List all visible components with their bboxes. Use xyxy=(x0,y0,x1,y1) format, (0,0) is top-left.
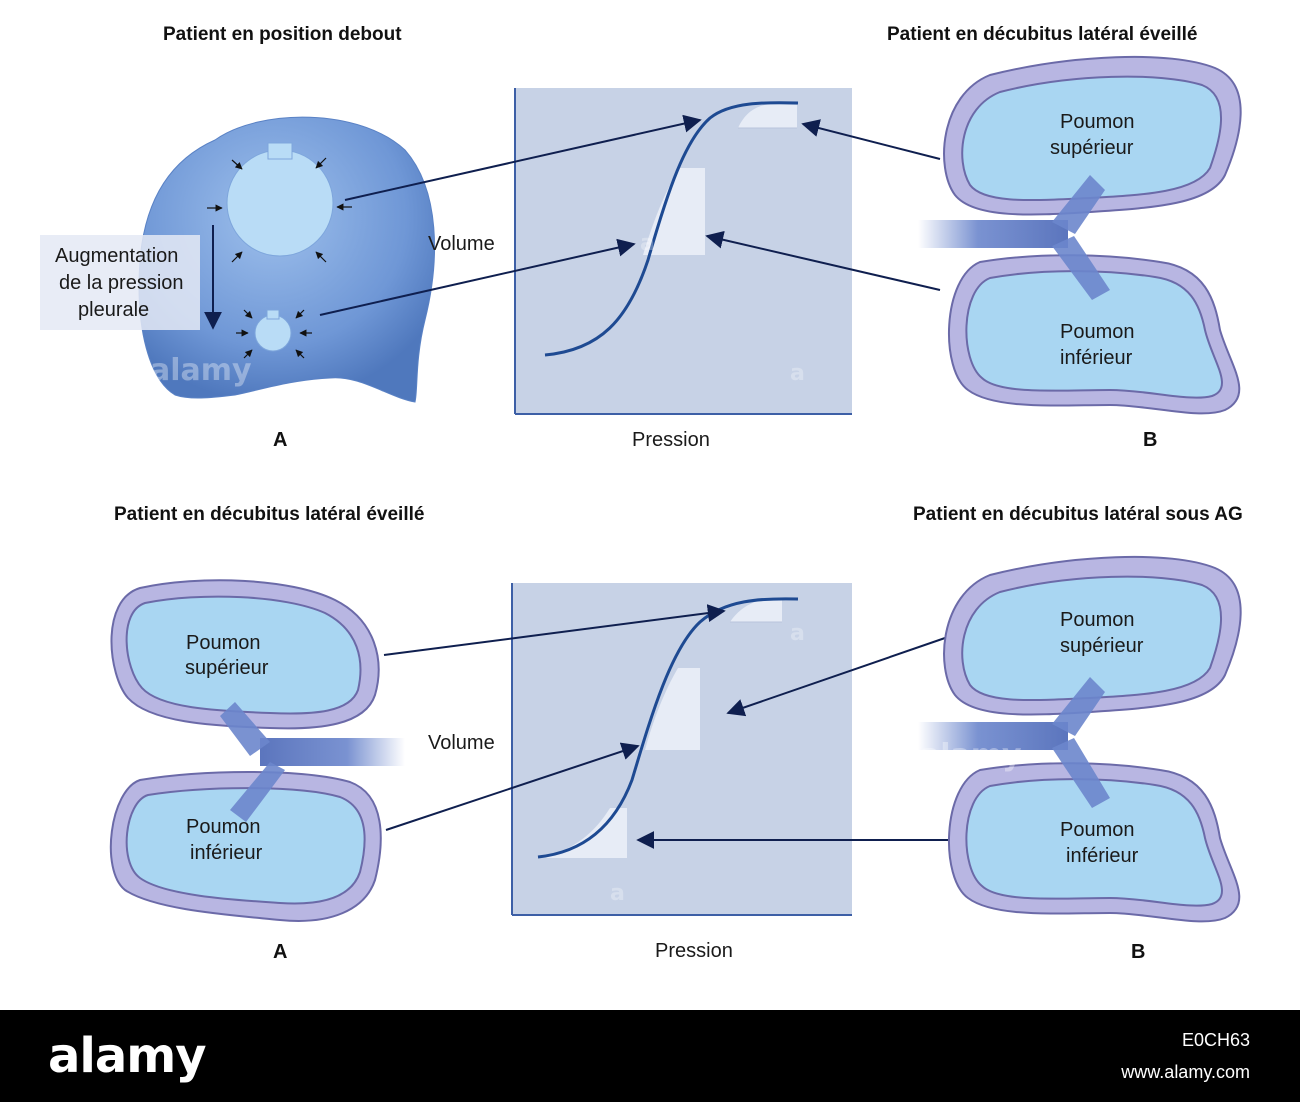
watermark-brand: alamy xyxy=(48,1028,207,1084)
top-pv-curve xyxy=(544,101,799,357)
bottom-left-upper-line2: supérieur xyxy=(185,657,269,679)
top-volume-label: Volume xyxy=(428,233,495,255)
svg-text:a: a xyxy=(640,231,655,256)
svg-text:a: a xyxy=(610,881,625,906)
watermark-image-id: E0CH63 xyxy=(1181,1030,1250,1050)
bottom-pressure-label: Pression xyxy=(655,940,733,962)
arrow-left-lower-lung xyxy=(385,742,640,831)
top-upper-lung-line2: supérieur xyxy=(1050,137,1134,159)
top-left-title: Patient en position debout xyxy=(163,24,402,45)
bottom-right-lower-line1: Poumon xyxy=(1060,819,1135,841)
top-upper-lung-line1: Poumon xyxy=(1060,111,1135,133)
bottom-right-title: Patient en décubitus latéral sous AG xyxy=(913,504,1243,525)
arrow-upper-lung xyxy=(801,119,941,160)
bottom-right-upper-line2: supérieur xyxy=(1060,635,1144,657)
watermark-site: www.alamy.com xyxy=(1121,1062,1250,1082)
arrow-upper-alveolus xyxy=(344,114,702,201)
pressure-label-line3: pleurale xyxy=(78,299,149,321)
bottom-left-lungs: Poumon supérieur Poumon inférieur xyxy=(109,579,405,922)
bottom-letter-a: A xyxy=(273,941,287,963)
pressure-label-line2: de la pression xyxy=(59,272,184,294)
arrow-lower-alveolus xyxy=(319,238,636,316)
arrow-right-upper-lung xyxy=(726,637,946,717)
top-lower-lung-line1: Poumon xyxy=(1060,321,1135,343)
bottom-right-lower-line2: inférieur xyxy=(1066,845,1139,867)
svg-text:a: a xyxy=(790,621,805,646)
watermark-bar xyxy=(0,1010,1300,1102)
arrow-lower-lung xyxy=(705,230,941,291)
bottom-left-title: Patient en décubitus latéral éveillé xyxy=(114,504,424,525)
top-pressure-label: Pression xyxy=(632,429,710,451)
top-right-lungs: Poumon supérieur Poumon inférieur xyxy=(918,55,1242,415)
top-letter-b: B xyxy=(1143,429,1157,451)
bottom-volume-label: Volume xyxy=(428,732,495,754)
bottom-left-lower-line1: Poumon xyxy=(186,816,261,838)
svg-text:alamy: alamy xyxy=(920,738,1022,773)
bottom-left-lower-line2: inférieur xyxy=(190,842,263,864)
small-alveolus xyxy=(254,314,292,352)
top-lower-lung-line2: inférieur xyxy=(1060,347,1133,369)
bottom-letter-b: B xyxy=(1131,941,1145,963)
bottom-pv-curve xyxy=(537,597,799,859)
large-alveolus xyxy=(226,149,334,257)
svg-text:a: a xyxy=(790,361,805,386)
top-pv-chart: a a xyxy=(514,88,852,415)
arrow-left-upper-lung xyxy=(383,604,726,656)
watermark-mark: alamy xyxy=(150,353,252,388)
bottom-left-upper-line1: Poumon xyxy=(186,632,261,654)
diagram: Patient en position debout Patient en dé… xyxy=(40,24,1243,963)
bottom-right-lungs: alamy Poumon supérieur Poumon inférieur xyxy=(918,555,1242,923)
top-right-title: Patient en décubitus latéral éveillé xyxy=(887,24,1197,45)
top-letter-a: A xyxy=(273,429,287,451)
bottom-right-upper-line1: Poumon xyxy=(1060,609,1135,631)
upright-thorax: Augmentation de la pression pleurale ala… xyxy=(40,116,435,403)
pressure-label-line1: Augmentation xyxy=(55,245,178,267)
bottom-pv-chart: a a xyxy=(511,583,852,916)
